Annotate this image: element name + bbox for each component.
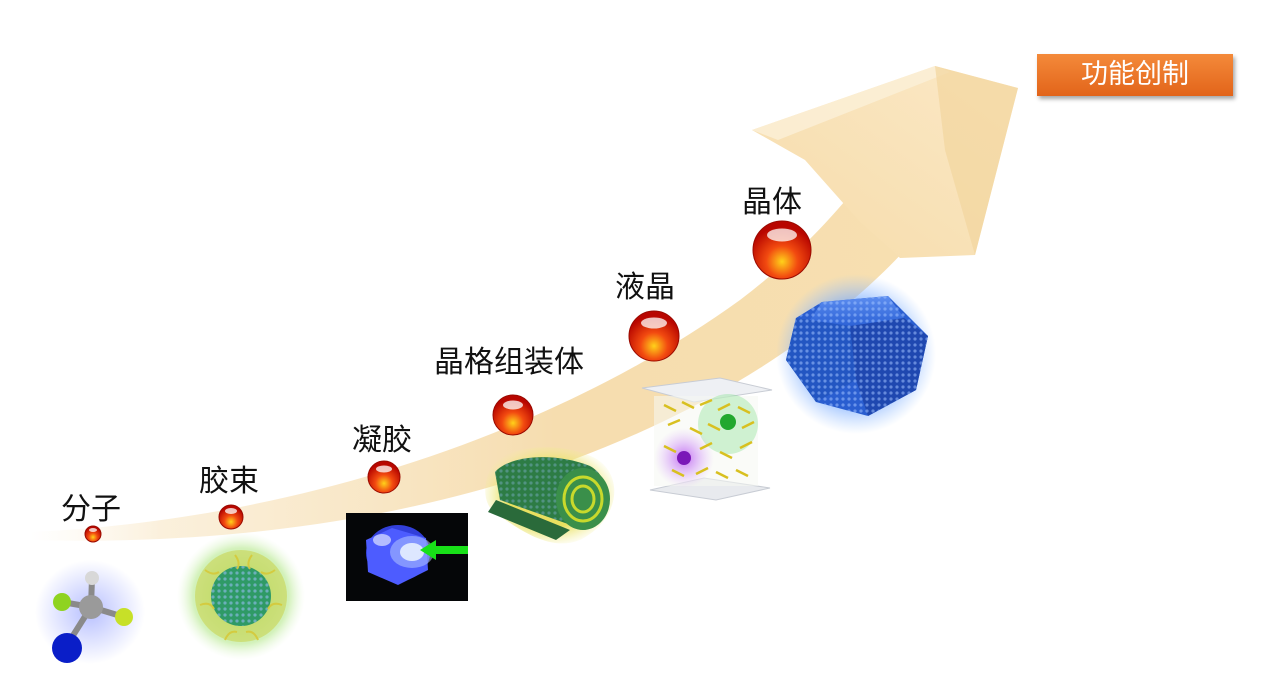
stage-markers	[84, 220, 812, 543]
stage-label-micelle: 胶束	[199, 464, 259, 499]
stage-label-crystal: 晶体	[742, 185, 802, 220]
stage-label-molecule: 分子	[61, 492, 121, 527]
rolled-lattice-illustration	[485, 447, 615, 544]
stage-label-lattice-assembly: 晶格组装体	[434, 345, 584, 380]
molecule-illustration	[35, 560, 145, 664]
liquid-crystal-cell-illustration	[641, 377, 773, 501]
progress-arrow	[30, 66, 1018, 541]
gel-photo	[346, 513, 468, 601]
stage-label-liquid-crystal: 液晶	[615, 270, 675, 305]
function-creation-badge: 功能创制	[1037, 54, 1233, 96]
crystal-polyhedron-illustration	[776, 274, 936, 434]
stage-label-gel: 凝胶	[352, 423, 412, 458]
micelle-illustration	[177, 532, 305, 660]
